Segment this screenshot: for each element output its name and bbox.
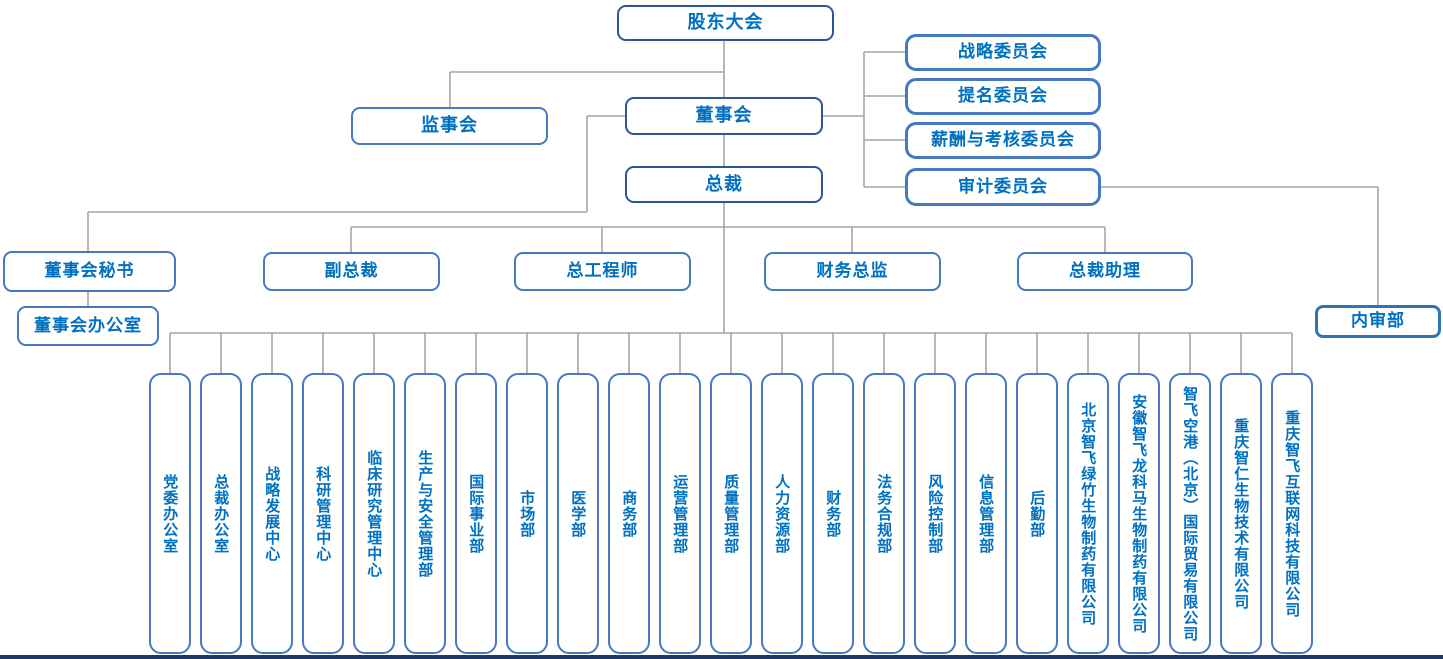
committee-box-audit: 审计委员会 [905, 168, 1101, 206]
department-label: 人力资源部 [773, 473, 792, 554]
department-label: 商务部 [620, 489, 639, 538]
department-label: 医学部 [569, 489, 588, 538]
department-box: 运营管理部 [659, 373, 701, 654]
node-president: 总裁 [625, 166, 823, 203]
subsidiary-label: 重庆智飞互联网科技有限公司 [1283, 409, 1302, 618]
department-box: 风险控制部 [914, 373, 956, 654]
department-box: 战略发展中心 [251, 373, 293, 654]
connector-departments [169, 332, 1293, 373]
department-label: 临床研究管理中心 [365, 449, 384, 578]
subsidiary-box: 安徽智飞龙科马生物制药有限公司 [1118, 373, 1160, 654]
department-label: 财务部 [824, 489, 843, 538]
department-label: 后勤部 [1028, 489, 1047, 538]
connector-exec-row [350, 203, 1106, 333]
bottom-accent-bar [0, 655, 1443, 659]
department-box: 财务部 [812, 373, 854, 654]
node-finance-director: 财务总监 [764, 252, 941, 291]
subsidiary-box: 重庆智飞互联网科技有限公司 [1271, 373, 1313, 654]
department-label: 战略发展中心 [263, 465, 282, 562]
department-label: 质量管理部 [722, 473, 741, 554]
department-label: 风险控制部 [926, 473, 945, 554]
department-label: 科研管理中心 [314, 465, 333, 562]
department-label: 生产与安全管理部 [416, 449, 435, 578]
department-box: 人力资源部 [761, 373, 803, 654]
department-label: 市场部 [518, 489, 537, 538]
department-label: 法务合规部 [875, 473, 894, 554]
department-box: 后勤部 [1016, 373, 1058, 654]
department-label: 国际事业部 [467, 473, 486, 554]
committee-box-nomination: 提名委员会 [905, 78, 1101, 115]
subsidiary-label: 重庆智仁生物技术有限公司 [1232, 417, 1251, 610]
node-board-of-directors: 董事会 [625, 97, 823, 135]
department-box: 党委办公室 [149, 373, 191, 654]
committee-box-strategy: 战略委员会 [905, 34, 1101, 71]
node-supervisory-board: 监事会 [351, 107, 548, 145]
node-board-office: 董事会办公室 [17, 306, 159, 346]
department-label: 运营管理部 [671, 473, 690, 554]
subsidiary-label: 北京智飞绿竹生物制药有限公司 [1079, 401, 1098, 626]
node-internal-audit: 内审部 [1315, 305, 1441, 338]
department-box: 商务部 [608, 373, 650, 654]
department-box: 市场部 [506, 373, 548, 654]
node-shareholders-meeting: 股东大会 [617, 5, 834, 41]
node-chief-engineer: 总工程师 [514, 252, 691, 291]
department-label: 党委办公室 [161, 473, 180, 554]
node-vice-president: 副总裁 [263, 252, 440, 291]
node-president-assistant: 总裁助理 [1017, 252, 1193, 291]
department-box: 信息管理部 [965, 373, 1007, 654]
department-box: 质量管理部 [710, 373, 752, 654]
department-box: 医学部 [557, 373, 599, 654]
subsidiary-box: 重庆智仁生物技术有限公司 [1220, 373, 1262, 654]
department-box: 科研管理中心 [302, 373, 344, 654]
department-label: 信息管理部 [977, 473, 996, 554]
subsidiary-label: 安徽智飞龙科马生物制药有限公司 [1130, 393, 1149, 634]
department-box: 国际事业部 [455, 373, 497, 654]
committee-box-remuneration: 薪酬与考核委员会 [905, 122, 1101, 159]
subsidiary-box: 北京智飞绿竹生物制药有限公司 [1067, 373, 1109, 654]
department-box: 临床研究管理中心 [353, 373, 395, 654]
department-box: 生产与安全管理部 [404, 373, 446, 654]
subsidiary-label: 智飞空港（北京）国际贸易有限公司 [1181, 385, 1200, 642]
department-label: 总裁办公室 [212, 473, 231, 554]
subsidiary-box: 智飞空港（北京）国际贸易有限公司 [1169, 373, 1211, 654]
connector-committees [823, 51, 905, 188]
department-box: 总裁办公室 [200, 373, 242, 654]
department-box: 法务合规部 [863, 373, 905, 654]
node-board-secretary: 董事会秘书 [3, 251, 176, 292]
